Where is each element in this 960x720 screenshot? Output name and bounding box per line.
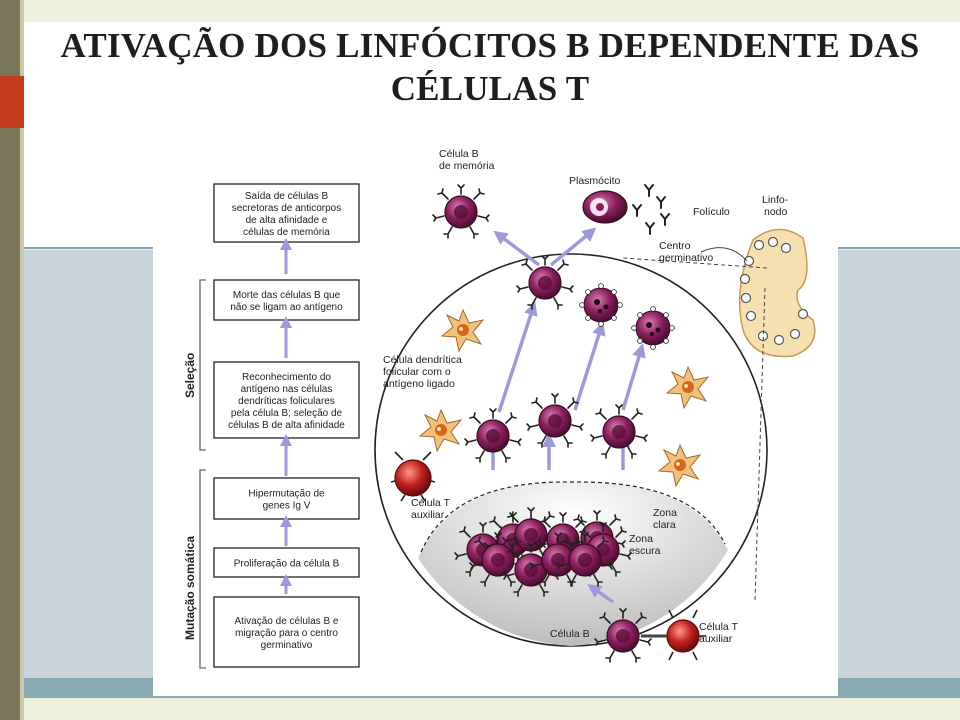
label-dark-zone-1: Zona [629, 533, 653, 545]
label-light-zone-1: Zona [653, 507, 677, 519]
label-dendritic-2: folicular com o [383, 366, 451, 378]
flow-box-3-line-1: Reconhecimento do [242, 372, 331, 383]
diagram-labels: Célula B de memória Plasmócito Folículo … [383, 148, 789, 645]
bracket-lines [199, 279, 206, 669]
flow-box-3-line-5: células B de alta afinidade [228, 420, 345, 431]
label-follicle: Folículo [693, 206, 730, 218]
left-accent-bar [0, 0, 20, 720]
diagram-svg: Seleção Mutação somática Saída de célula… [183, 148, 816, 669]
label-germinal-center-2: germinativo [659, 252, 713, 264]
slide-title: ATIVAÇÃO DOS LINFÓCITOS B DEPENDENTE DAS… [30, 24, 950, 110]
flow-box-1-line-3: de alta afinidade e [246, 215, 328, 226]
side-label-somatic-mutation: Mutação somática [183, 536, 197, 640]
label-plasmocyte: Plasmócito [569, 175, 621, 187]
flow-box-6-line-3: germinativo [261, 640, 313, 651]
label-light-zone-2: clara [653, 519, 676, 531]
diagram-figure: Seleção Mutação somática Saída de célula… [153, 140, 838, 696]
label-memory-b-cell-1: Célula B [439, 148, 479, 160]
bottom-strip [24, 698, 960, 720]
left-accent-strip [20, 0, 24, 720]
label-dendritic-3: antígeno ligado [383, 378, 455, 390]
label-helper-t-top-2: auxiliar [411, 509, 445, 521]
flow-box-3-line-3: dendríticas foliculares [238, 396, 335, 407]
label-helper-t-top-1: Célula T [411, 497, 450, 509]
antibodies [632, 184, 670, 235]
flow-box-2-line-1: Morte das células B que [233, 290, 341, 301]
circle-arrows [486, 227, 646, 604]
label-helper-t-bottom-2: auxiliar [699, 633, 733, 645]
label-lymph-node-2: nodo [764, 206, 788, 218]
label-lymph-node-1: Linfo- [762, 194, 789, 206]
helper-t-cell-top [390, 451, 436, 502]
flow-box-1-line-4: células de memória [243, 227, 330, 238]
label-dendritic-1: Célula dendrítica [383, 354, 462, 366]
label-germinal-center-1: Centro [659, 240, 691, 252]
slide-title-line2: CÉLULAS T [390, 69, 590, 108]
flow-box-6-line-1: Ativação de células B e [235, 616, 339, 627]
label-dark-zone-2: escura [629, 545, 661, 557]
flow-box-1-line-2: secretoras de anticorpos [232, 203, 342, 214]
flow-box-2-line-2: não se ligam ao antígeno [230, 302, 343, 313]
label-memory-b-cell-2: de memória [439, 160, 495, 172]
flow-box-1-line-1: Saída de células B [245, 191, 329, 202]
flow-box-4-line-1: Hipermutação de [248, 489, 325, 500]
plasmocyte-cell [582, 190, 628, 224]
memory-b-cell [432, 184, 490, 239]
slide-title-line1: ATIVAÇÃO DOS LINFÓCITOS B DEPENDENTE DAS [60, 26, 920, 65]
flow-box-3-line-2: antígeno nas células [241, 384, 333, 395]
flow-box-3-line-4: pela célula B; seleção de [231, 408, 343, 419]
label-b-cell: Célula B [550, 628, 590, 640]
flow-box-4-line-2: genes Ig V [263, 501, 311, 512]
label-helper-t-bottom-1: Célula T [699, 621, 738, 633]
flow-box-5: Proliferação da célula B [213, 547, 360, 578]
follicles [739, 236, 809, 346]
flow-box-5-line-1: Proliferação da célula B [234, 559, 340, 570]
lymph-node [738, 228, 816, 358]
red-accent-block [0, 76, 24, 128]
flow-box-6-line-2: migração para o centro [235, 628, 338, 639]
helper-t-cell-bottom [641, 609, 706, 661]
side-label-selection: Seleção [183, 353, 197, 398]
